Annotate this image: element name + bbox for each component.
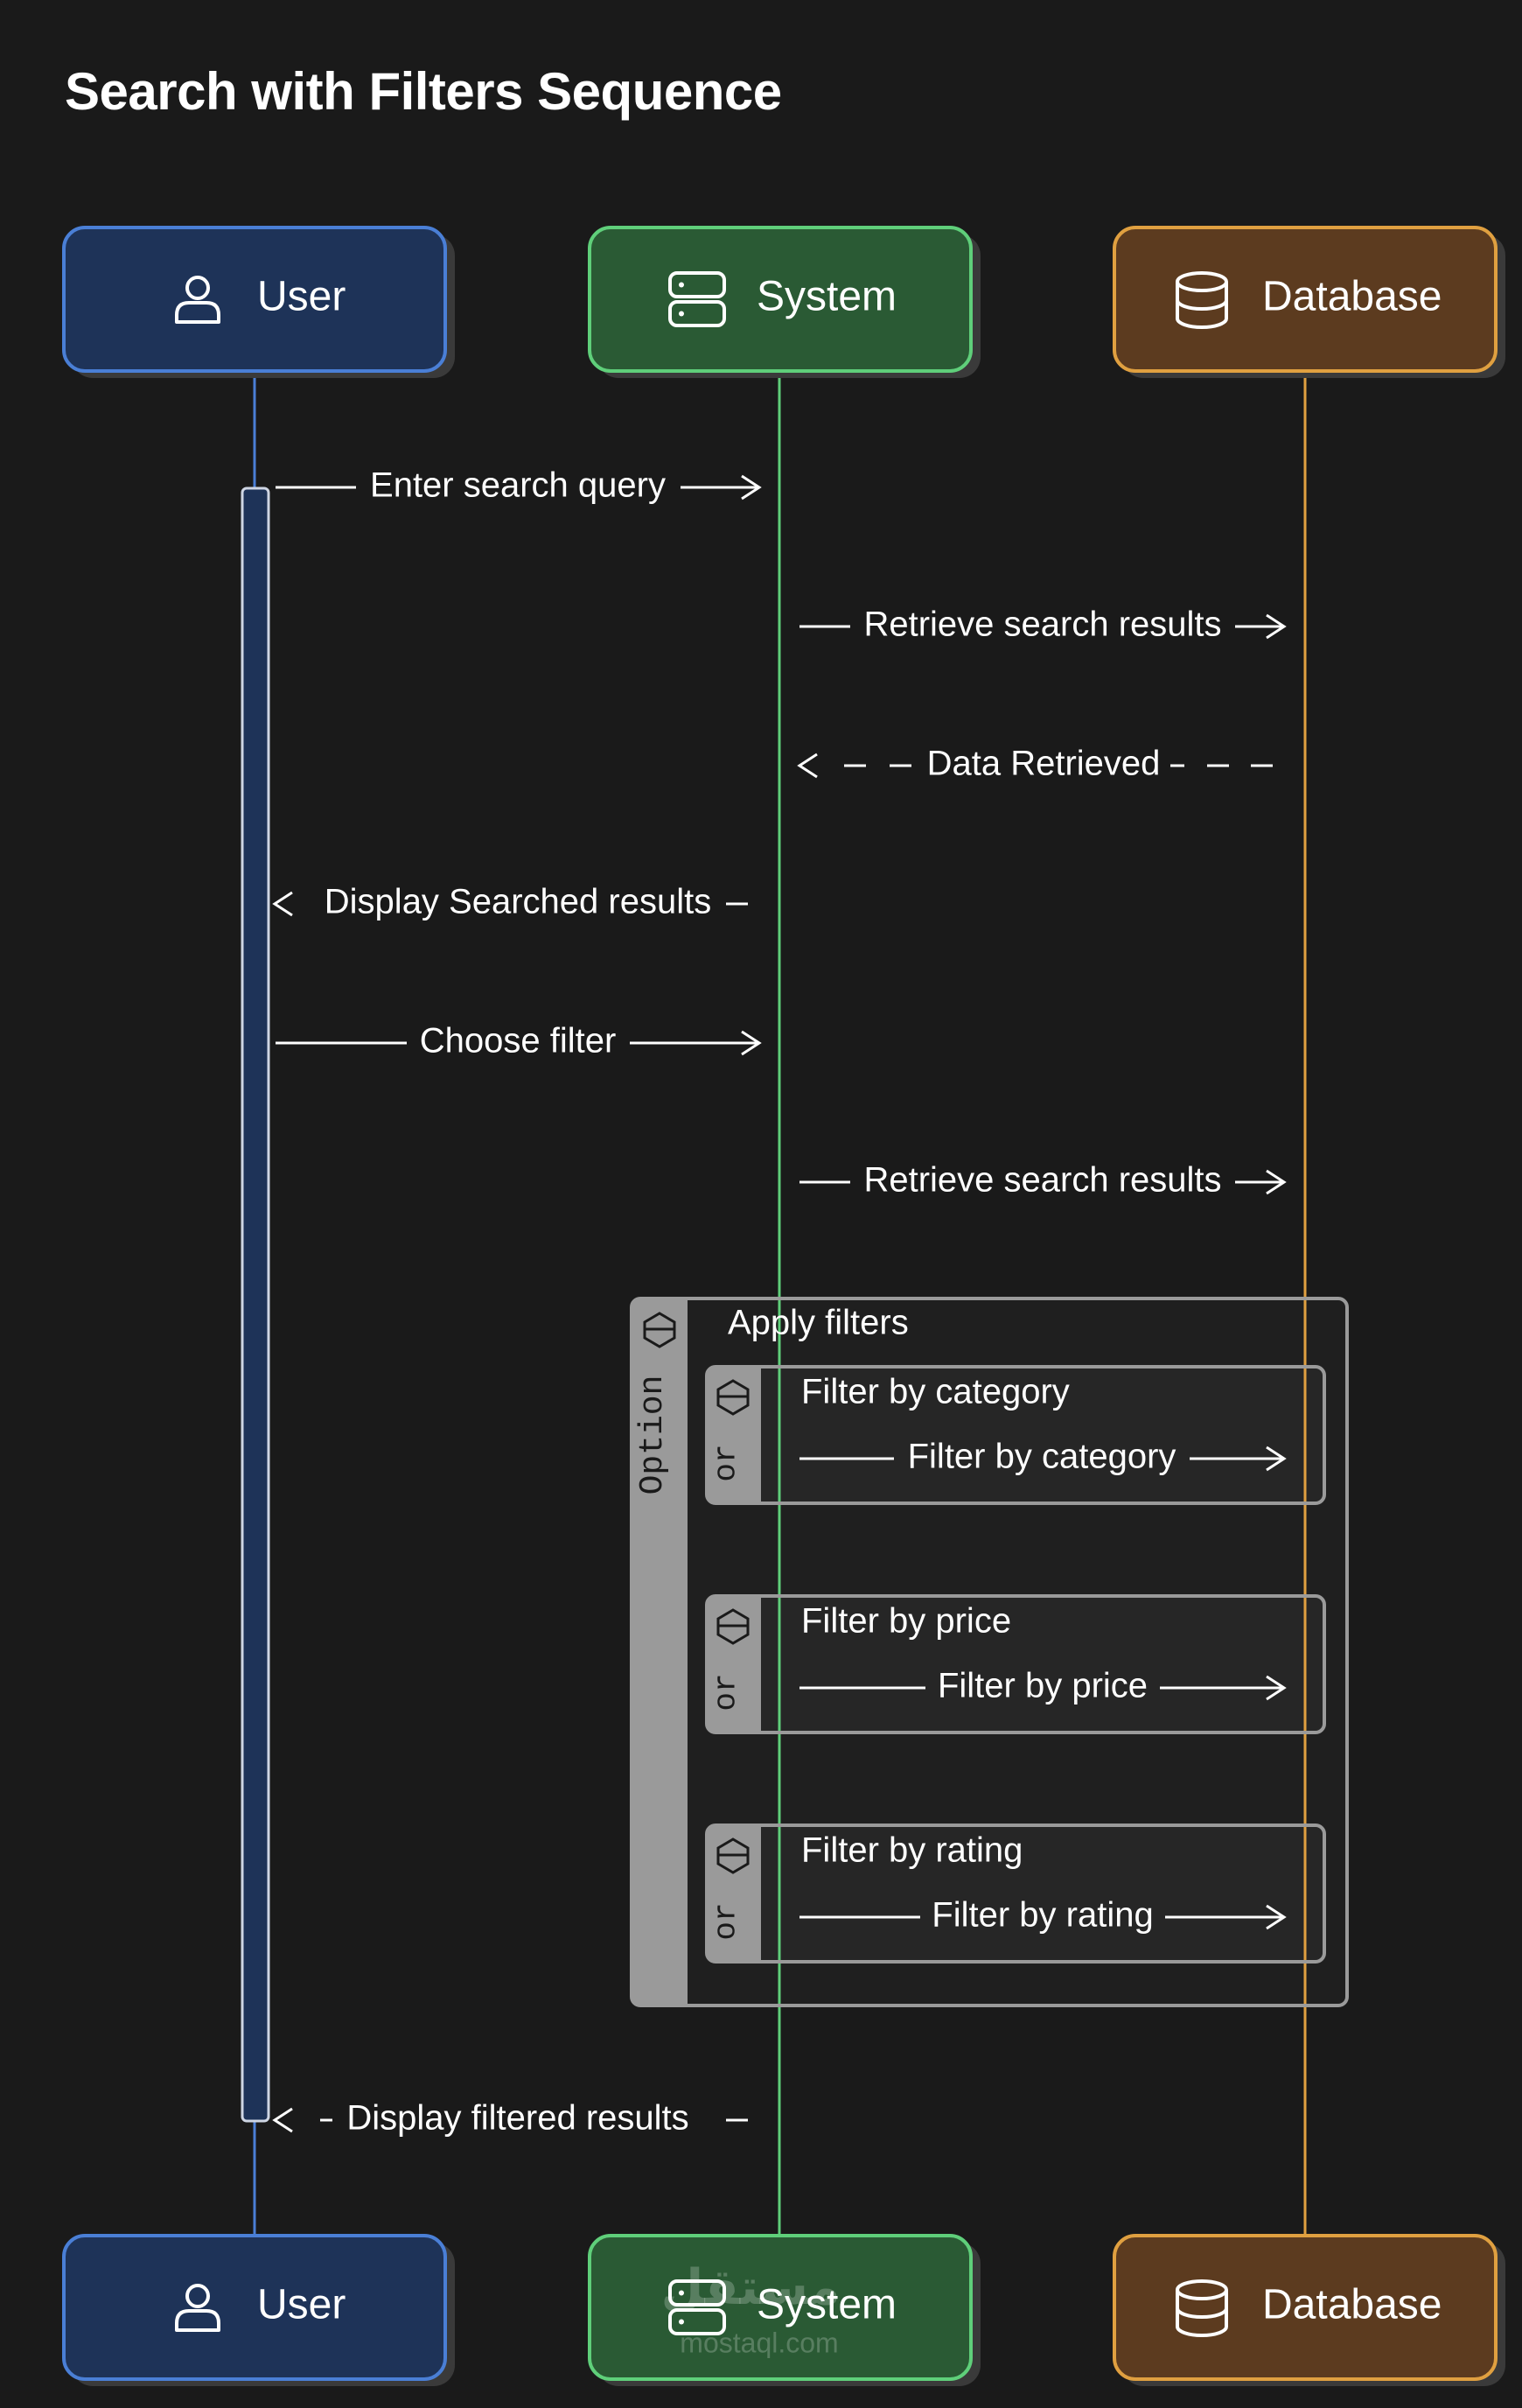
message-choose-filter: Choose filter xyxy=(276,1022,762,1060)
message-retrieve-search-results-1: Retrieve search results xyxy=(799,606,1287,644)
branch-tag: or xyxy=(709,1444,744,1481)
watermark-latin: mostaql.com xyxy=(680,2327,838,2358)
message-display-searched-results: Display Searched results xyxy=(272,883,748,921)
message-label: Display filtered results xyxy=(346,2099,688,2138)
participant-user-label: User xyxy=(257,274,346,320)
option-fragment: Option Apply filters or Filter by catego… xyxy=(630,1297,1349,2007)
message-label: Data Retrieved xyxy=(927,745,1161,783)
branch-message: Filter by category xyxy=(908,1438,1176,1476)
branch-tag: or xyxy=(709,1673,744,1711)
diagram-title: Search with Filters Sequence xyxy=(65,62,782,121)
participant-user-bottom[interactable]: User xyxy=(62,2234,455,2386)
watermark-arabic: مستقل xyxy=(661,2259,841,2316)
branch-message: Filter by rating xyxy=(932,1896,1153,1935)
participant-database-label: Database xyxy=(1262,2282,1442,2328)
message-retrieve-search-results-2: Retrieve search results xyxy=(799,1161,1287,1200)
participant-user-label: User xyxy=(257,2282,346,2328)
branch-title: Filter by category xyxy=(801,1373,1070,1411)
branch-title: Filter by rating xyxy=(801,1831,1023,1870)
user-activation-bar xyxy=(241,486,270,2123)
message-enter-search-query: Enter search query xyxy=(276,466,762,505)
branch-price: or Filter by price Filter by price xyxy=(705,1594,1326,1734)
branch-message: Filter by price xyxy=(938,1667,1148,1705)
branch-rating: or Filter by rating Filter by rating xyxy=(705,1824,1326,1964)
branch-tag: or xyxy=(709,1902,744,1940)
message-label: Display Searched results xyxy=(325,883,711,921)
message-label: Choose filter xyxy=(420,1022,617,1060)
participant-database-top[interactable]: Database xyxy=(1113,226,1505,378)
branch-category: or Filter by category Filter by category xyxy=(705,1365,1326,1505)
message-label: Retrieve search results xyxy=(863,1161,1221,1200)
participant-system-label: System xyxy=(757,2282,897,2328)
participant-system-label: System xyxy=(757,274,897,320)
participant-system-bottom[interactable]: System مستقل mostaql.com xyxy=(588,2234,981,2386)
participant-database-label: Database xyxy=(1262,274,1442,320)
fragment-tag: Option xyxy=(634,1376,672,1495)
message-data-retrieved: Data Retrieved xyxy=(797,745,1273,783)
fragment-title: Apply filters xyxy=(728,1304,909,1342)
participant-database-bottom[interactable]: Database xyxy=(1113,2234,1505,2386)
participant-user-top[interactable]: User xyxy=(62,226,455,378)
message-display-filtered-results: Display filtered results xyxy=(272,2099,748,2138)
message-label: Retrieve search results xyxy=(863,606,1221,644)
branch-title: Filter by price xyxy=(801,1602,1011,1641)
message-label: Enter search query xyxy=(370,466,666,505)
participant-system-top[interactable]: System xyxy=(588,226,981,378)
